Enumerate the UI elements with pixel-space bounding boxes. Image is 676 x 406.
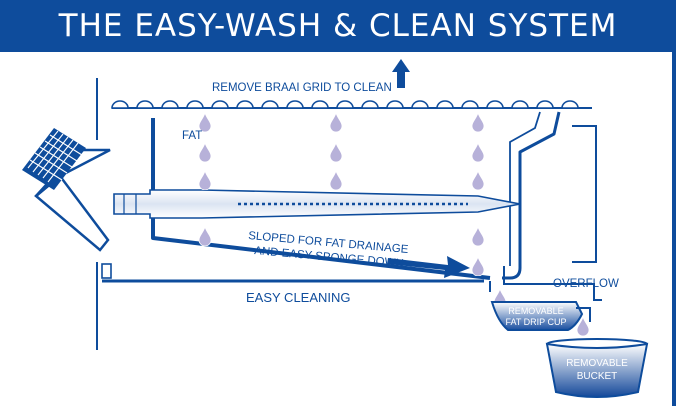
bucket-label-line1: REMOVABLE — [566, 358, 628, 369]
slope-arrow-icon — [387, 256, 470, 278]
trough-inner-wall — [509, 111, 541, 266]
leg-post — [101, 263, 112, 279]
right-border-rule — [672, 52, 676, 406]
easy-cleaning-label: EASY CLEANING — [246, 290, 351, 305]
overflow-label: OVERFLOW — [553, 278, 619, 290]
fat-drip-cup — [489, 281, 591, 331]
remove-grid-label: REMOVE BRAAI GRID TO CLEAN — [212, 82, 392, 94]
diagram-title: THE EASY-WASH & CLEAN SYSTEM — [58, 8, 618, 44]
trough-right-wall — [502, 111, 561, 280]
drip-cup-label-line2: FAT DRIP CUP — [505, 317, 566, 327]
bucket-label-line2: BUCKET — [577, 371, 618, 382]
up-arrow-icon — [392, 59, 410, 88]
sloped-trough-floor — [151, 118, 491, 280]
side-bracket — [572, 125, 597, 263]
title-banner: THE EASY-WASH & CLEAN SYSTEM — [0, 0, 676, 52]
overflow-pipe — [503, 266, 602, 301]
fat-label: FAT — [182, 130, 202, 142]
braai-grid — [111, 100, 592, 109]
bucket — [545, 338, 649, 398]
burner-tube — [113, 189, 521, 219]
drip-cup-label-line1: REMOVABLE — [508, 306, 563, 316]
control-grid-icon — [22, 128, 86, 190]
